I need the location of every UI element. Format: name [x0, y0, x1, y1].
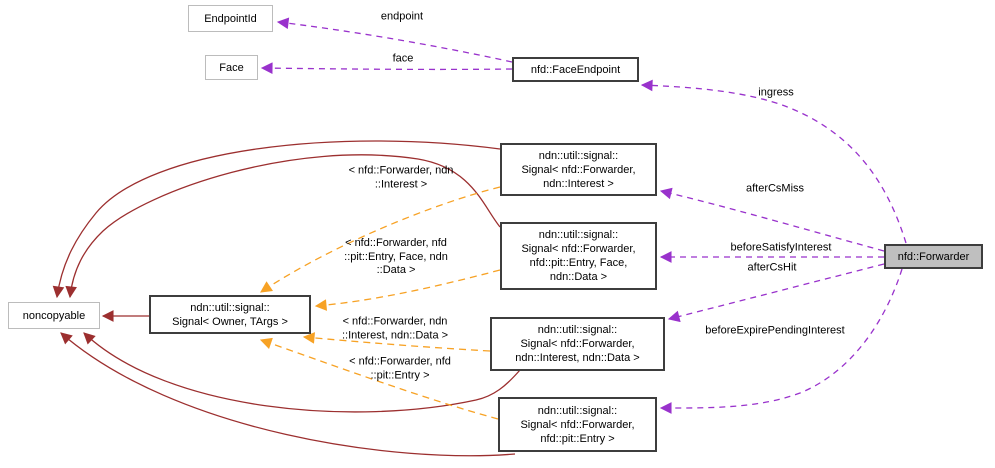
node-noncopyable[interactable]: noncopyable	[8, 302, 100, 329]
edge-aftercshit	[667, 263, 885, 323]
node-signal-pit-entry[interactable]: ndn::util::signal:: Signal< nfd::Forward…	[498, 397, 657, 452]
node-face-endpoint-label: nfd::FaceEndpoint	[530, 63, 621, 76]
edge-label-ingress: ingress	[758, 86, 794, 99]
edge-tmpl-interest	[260, 186, 501, 293]
usage-edges	[260, 17, 907, 414]
node-forwarder[interactable]: nfd::Forwarder	[884, 244, 983, 269]
node-face[interactable]: Face	[205, 55, 258, 80]
edge-beforeexpirependinginterest	[659, 268, 903, 414]
edge-label-face: face	[392, 52, 414, 65]
inheritance-edges	[52, 140, 521, 457]
node-signal-template-label: ndn::util::signal:: Signal< Owner, TArgs…	[172, 301, 288, 328]
node-forwarder-label: nfd::Forwarder	[897, 250, 970, 263]
node-face-endpoint[interactable]: nfd::FaceEndpoint	[512, 57, 639, 82]
node-noncopyable-label: noncopyable	[22, 309, 86, 322]
edge-tmpl-pitfacedata	[314, 269, 501, 311]
node-endpointid-label: EndpointId	[204, 12, 257, 25]
node-signal-pit-entry-label: ndn::util::signal:: Signal< nfd::Forward…	[520, 404, 635, 445]
edge-label-beforesatisfyinterest: beforeSatisfyInterest	[730, 241, 832, 254]
edge-label-tmpl-interest-data: < nfd::Forwarder, ndn ::Interest, ndn::D…	[341, 315, 449, 342]
node-signal-template[interactable]: ndn::util::signal:: Signal< Owner, TArgs…	[149, 295, 311, 334]
edge-ingress	[640, 79, 907, 244]
edge-face	[260, 62, 513, 74]
node-signal-interest-data-label: ndn::util::signal:: Signal< nfd::Forward…	[515, 324, 640, 364]
edge-label-tmpl-pit-face-data: < nfd::Forwarder, nfd ::pit::Entry, Face…	[344, 236, 448, 276]
node-signal-pit-face-data-label: ndn::util::signal:: Signal< nfd::Forward…	[521, 229, 636, 283]
edge-label-tmpl-pit-entry: < nfd::Forwarder, nfd ::pit::Entry >	[349, 355, 451, 382]
edge-label-tmpl-interest: < nfd::Forwarder, ndn ::Interest >	[348, 164, 454, 191]
edge-tmpl-pitentry	[259, 337, 499, 420]
edge-signal-interestdata-to-noncopyable	[83, 332, 521, 413]
edge-aftercsmiss	[659, 187, 885, 252]
edge-label-endpoint: endpoint	[380, 10, 424, 23]
edge-signal-pitfacedata-to-noncopyable	[65, 154, 501, 299]
template-edges	[259, 186, 501, 420]
edge-label-aftercsmiss: afterCsMiss	[745, 182, 805, 195]
edge-endpoint	[276, 17, 513, 63]
node-signal-pit-face-data[interactable]: ndn::util::signal:: Signal< nfd::Forward…	[500, 222, 657, 290]
node-signal-interest-data[interactable]: ndn::util::signal:: Signal< nfd::Forward…	[490, 317, 665, 371]
node-face-label: Face	[219, 61, 244, 74]
edge-tmpl-interestdata	[302, 332, 491, 352]
edge-label-aftercshit: afterCsHit	[747, 261, 797, 274]
edge-label-beforeexpirependinginterest: beforeExpirePendingInterest	[705, 324, 845, 337]
edge-signal-pitentry-to-noncopyable	[60, 332, 516, 457]
node-signal-interest[interactable]: ndn::util::signal:: Signal< nfd::Forward…	[500, 143, 657, 196]
node-endpointid[interactable]: EndpointId	[188, 5, 273, 32]
edge-signal-interest-to-noncopyable	[52, 140, 501, 299]
node-signal-interest-label: ndn::util::signal:: Signal< nfd::Forward…	[521, 149, 636, 190]
